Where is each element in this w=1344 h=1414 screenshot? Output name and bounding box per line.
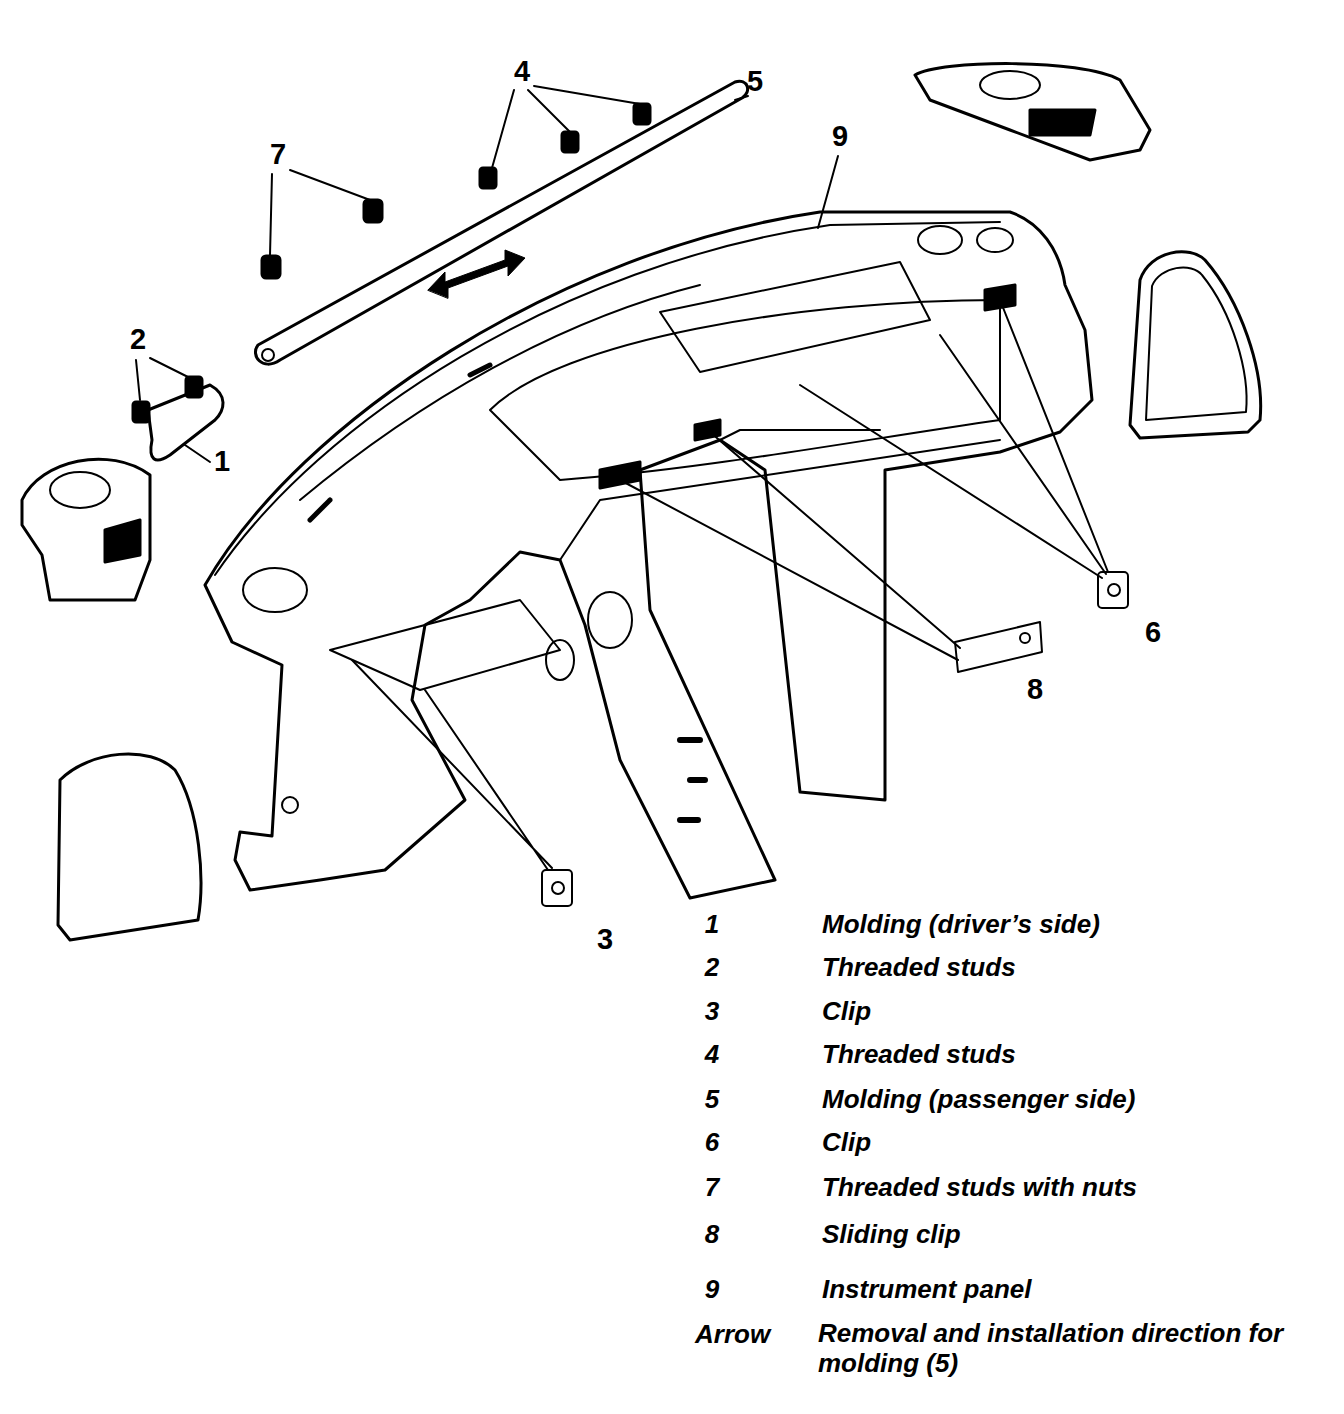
legend-text: Threaded studs with nuts [822,1173,1137,1203]
callout-number: 1 [214,445,230,478]
callout-number: 7 [270,138,286,171]
legend-text: 3 [705,997,719,1027]
callout-number: 8 [1027,673,1043,706]
legend-text: 7 [705,1173,719,1203]
callout-number: 2 [130,323,146,356]
legend-text: 1 [705,910,719,940]
legend-text: 2 [705,953,719,983]
legend-text: 6 [705,1128,719,1158]
legend-text: Clip [822,997,871,1027]
legend-text: Threaded studs [822,953,1016,983]
callout-number: 9 [832,120,848,153]
legend-text: Sliding clip [822,1220,961,1250]
legend-text: 5 [705,1085,719,1115]
legend-text: Clip [822,1128,871,1158]
callout-number: 3 [597,923,613,956]
legend-text: Arrow [695,1320,770,1350]
legend-text: Molding (driver’s side) [822,910,1100,940]
callout-number: 5 [747,65,763,98]
legend-text: 4 [705,1040,719,1070]
legend-text: Threaded studs [822,1040,1016,1070]
callout-number: 4 [514,55,530,88]
legend-text: 9 [705,1275,719,1305]
legend-text: Molding (passenger side) [822,1085,1136,1115]
legend-text: Instrument panel [822,1275,1031,1305]
legend-text: Removal and installation direction for m… [818,1319,1336,1379]
legend-text: 8 [705,1220,719,1250]
callout-number: 6 [1145,616,1161,649]
